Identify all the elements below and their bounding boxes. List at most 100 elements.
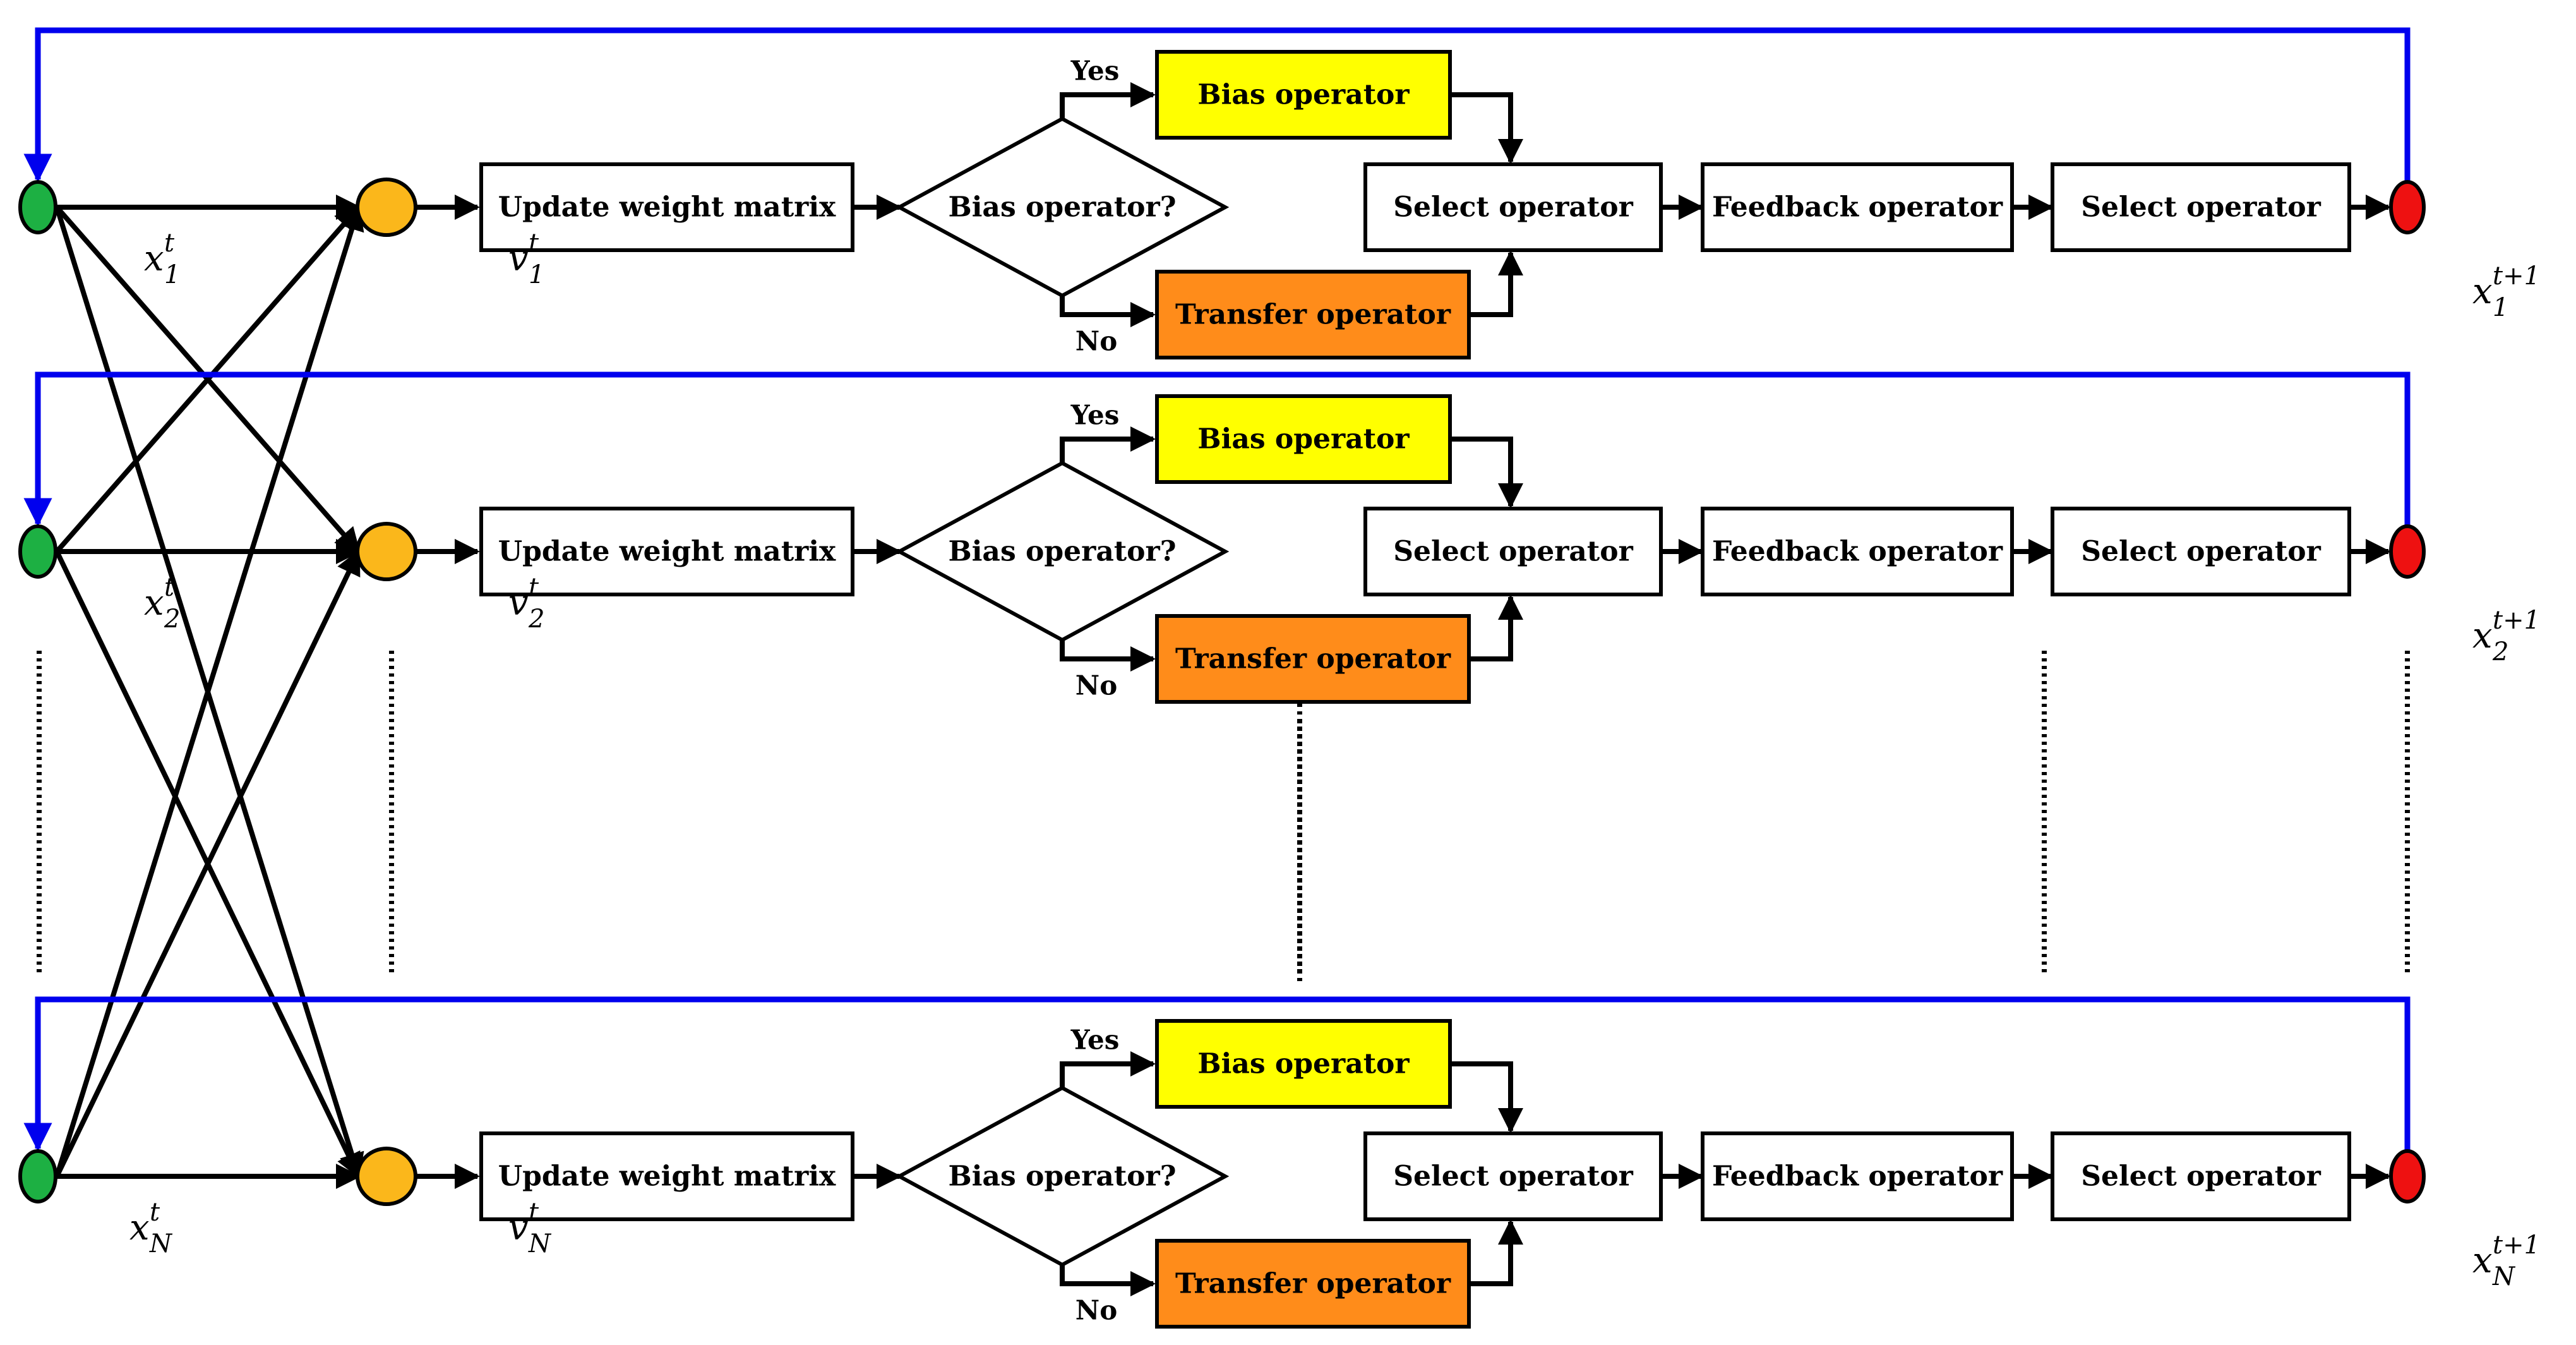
update-weight-matrix-box (479, 507, 854, 596)
math-subscript: 2 (164, 605, 180, 634)
connector-layer (23, 27, 2411, 1296)
math-subscript: 2 (2492, 637, 2508, 666)
bias-operator-box (1155, 394, 1452, 484)
math-superscript: t+1 (2493, 262, 2540, 291)
no-label: No (1075, 670, 1117, 701)
math-variable: v (508, 582, 529, 624)
math-superscript: t+1 (2493, 1231, 2540, 1260)
select-operator-box (2051, 162, 2351, 252)
yes-label: Yes (1070, 56, 1120, 87)
cross-connection-arrow (54, 205, 364, 1178)
output-node (2389, 180, 2426, 234)
update-weight-matrix-label: Update weight matrix (498, 536, 836, 568)
select-operator-box (1363, 507, 1663, 596)
math-subscript: N (2492, 1262, 2516, 1291)
select-operator-label: Select operator (1393, 191, 1633, 224)
feedback-operator-box (1701, 162, 2014, 252)
math-superscript: t (150, 1198, 160, 1227)
update-weight-matrix-label: Update weight matrix (498, 191, 836, 224)
math-variable: x (144, 582, 164, 624)
select-operator-box (1363, 1131, 1663, 1221)
select-operator-label: Select operator (1393, 1161, 1633, 1193)
feedback-loop-arrow (23, 996, 2411, 1152)
select-operator-label: Select operator (1393, 536, 1633, 568)
select-operator-label: Select operator (2081, 191, 2321, 224)
math-subscript: 2 (528, 605, 544, 634)
select-operator-box (2051, 507, 2351, 596)
math-superscript: t (529, 573, 539, 602)
bias-operator-label: Bias operator (1197, 1048, 1410, 1080)
transfer-to-select-arrow (1469, 594, 1523, 661)
math-variable: x (2472, 615, 2493, 656)
decision-label: Bias operator? (949, 191, 1177, 224)
output-node (2389, 1149, 2426, 1203)
transfer-operator-label: Transfer operator (1175, 643, 1451, 675)
shape-layer (18, 50, 2426, 1329)
transfer-operator-label: Transfer operator (1175, 299, 1451, 331)
math-superscript: t (164, 573, 175, 602)
math-variable: x (2472, 271, 2493, 312)
bias-operator-label: Bias operator (1197, 423, 1410, 455)
math-variable: x (144, 238, 164, 279)
no-label: No (1075, 326, 1117, 357)
select-operator-label: Select operator (2081, 536, 2321, 568)
input-node (18, 1149, 57, 1203)
update-weight-matrix-label: Update weight matrix (498, 1161, 836, 1193)
math-subscript: N (149, 1229, 173, 1258)
feedback-operator-box (1701, 507, 2014, 596)
transfer-operator-box (1155, 270, 1471, 359)
math-variable: x (129, 1207, 150, 1248)
bias-operator-box (1155, 50, 1452, 140)
math-variable: v (508, 1207, 529, 1248)
transfer-operator-box (1155, 1239, 1471, 1329)
decision-label: Bias operator? (949, 1161, 1177, 1193)
feedback-operator-label: Feedback operator (1712, 1161, 2003, 1193)
feedback-loop-arrow (23, 371, 2411, 527)
feedback-operator-box (1701, 1131, 2014, 1221)
select-operator-box (2051, 1131, 2351, 1221)
yes-branch-arrow (1060, 1051, 1156, 1088)
no-branch-arrow (1060, 1265, 1156, 1296)
math-subscript: N (528, 1229, 552, 1258)
update-weight-matrix-box (479, 162, 854, 252)
yes-branch-arrow (1060, 426, 1156, 463)
select-operator-box (1363, 162, 1663, 252)
transfer-operator-box (1155, 614, 1471, 704)
math-superscript: t+1 (2493, 606, 2540, 635)
cross-connection-arrow (54, 205, 361, 553)
select-operator-label: Select operator (2081, 1161, 2321, 1193)
feedback-operator-label: Feedback operator (1712, 191, 2003, 224)
math-variable: v (508, 238, 529, 279)
input-node (18, 524, 57, 579)
transfer-to-select-arrow (1469, 1219, 1523, 1286)
no-branch-arrow (1060, 296, 1156, 327)
feedback-operator-label: Feedback operator (1712, 536, 2003, 568)
no-branch-arrow (1060, 640, 1156, 672)
math-subscript: 1 (2493, 293, 2508, 322)
yes-label: Yes (1070, 1025, 1120, 1056)
bias-operator-box (1155, 1019, 1452, 1109)
output-node (2389, 524, 2426, 579)
bias-to-select-arrow (1450, 92, 1523, 164)
no-label: No (1075, 1295, 1117, 1326)
decision-label: Bias operator? (949, 536, 1177, 568)
math-superscript: t (164, 229, 175, 258)
math-subscript: 1 (164, 260, 180, 289)
math-subscript: 1 (529, 260, 544, 289)
bias-operator-label: Bias operator (1197, 79, 1410, 111)
hidden-node (356, 1147, 417, 1206)
hidden-node (356, 178, 417, 237)
cross-connection-arrow (54, 549, 361, 1178)
transfer-operator-label: Transfer operator (1175, 1268, 1451, 1300)
yes-branch-arrow (1060, 82, 1156, 119)
hidden-node (356, 522, 417, 581)
